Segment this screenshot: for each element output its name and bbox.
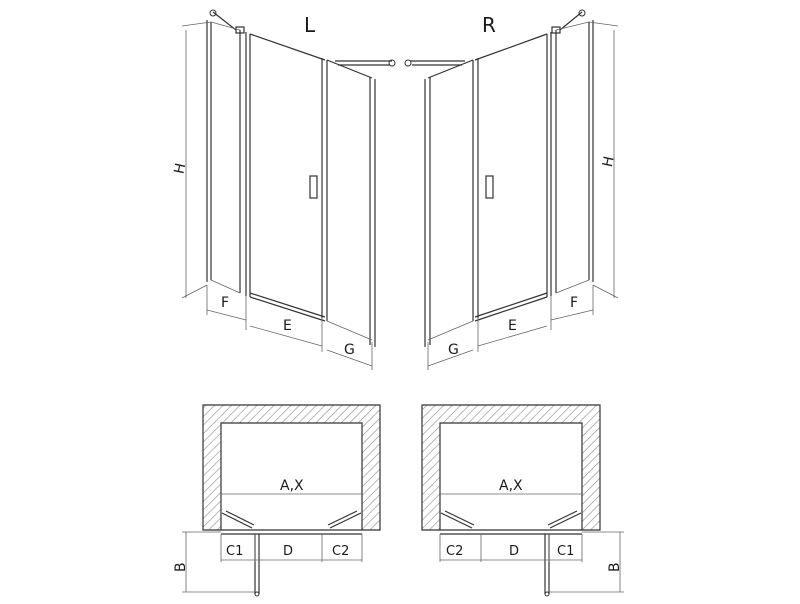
segment-c1-label-right: C1 bbox=[557, 544, 574, 559]
segment-c1-label-left: C1 bbox=[226, 544, 243, 559]
variant-label-right: R bbox=[482, 13, 496, 37]
wall-profile-right bbox=[588, 20, 594, 282]
plan-view-left: A,X C1 D C2 B bbox=[173, 404, 381, 597]
variant-label-left: L bbox=[304, 13, 316, 37]
depth-label-right: B bbox=[607, 562, 623, 572]
door-width-label-right: E bbox=[508, 318, 517, 334]
height-label-left: H bbox=[172, 162, 190, 176]
total-width-label-left: A,X bbox=[280, 478, 304, 494]
door-opening-label-right: D bbox=[509, 544, 519, 559]
side-panel-left bbox=[326, 59, 376, 347]
fixed-panel-label-left: F bbox=[221, 295, 229, 311]
handle-icon bbox=[309, 175, 318, 199]
total-width-label-right: A,X bbox=[499, 478, 523, 494]
handle-icon bbox=[485, 175, 494, 199]
fixed-panel-label-right: F bbox=[570, 295, 578, 311]
wall-outline-right bbox=[421, 404, 601, 531]
wall-profile-left bbox=[206, 20, 212, 282]
height-dimension-right: H bbox=[588, 21, 619, 299]
stabilizer-bar-right bbox=[404, 59, 465, 67]
fixed-panel-left bbox=[210, 21, 247, 296]
perspective-right: R bbox=[404, 9, 619, 370]
segment-c2-label-right: C2 bbox=[446, 544, 463, 559]
height-dimension-left: H bbox=[172, 21, 212, 299]
stabilizer-bar-left bbox=[335, 59, 396, 67]
segment-c2-label-left: C2 bbox=[332, 544, 349, 559]
height-label-right: H bbox=[600, 155, 618, 169]
door-width-label-left: E bbox=[283, 318, 292, 334]
plan-view-right: A,X C2 D C1 B bbox=[421, 404, 624, 597]
depth-label-left: B bbox=[173, 562, 189, 572]
wall-outline-left bbox=[202, 404, 381, 531]
side-panel-label-right: G bbox=[448, 342, 459, 358]
side-panel-label-left: G bbox=[344, 342, 355, 358]
door-opening-label-left: D bbox=[283, 544, 293, 559]
fixed-panel-right bbox=[550, 21, 590, 296]
perspective-left: L bbox=[172, 9, 396, 370]
door-panel-right bbox=[472, 33, 548, 322]
side-panel-right bbox=[424, 59, 474, 347]
door-panel-left bbox=[249, 33, 328, 322]
bottom-dimensions-left: F E G bbox=[206, 285, 373, 370]
bottom-dimensions-right: F E G bbox=[427, 285, 594, 370]
